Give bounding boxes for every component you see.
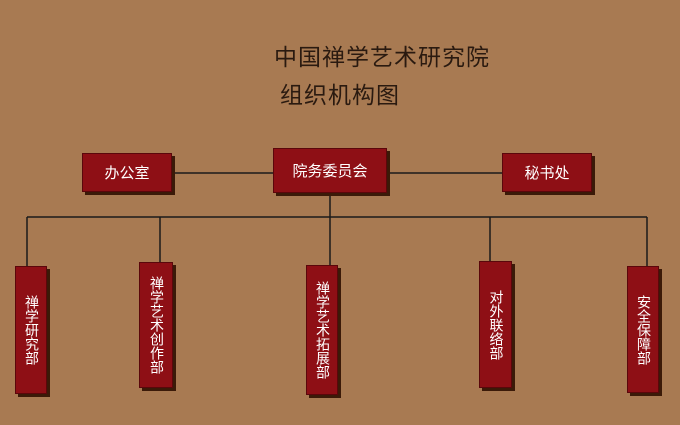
committee-box: 院务委员会 xyxy=(273,148,387,193)
department-label: 禅学艺术创作部 xyxy=(148,276,164,374)
department-box: 对外联络部 xyxy=(479,261,512,388)
department-label: 对外联络部 xyxy=(487,289,504,360)
department-label: 禅学研究部 xyxy=(23,295,39,365)
department-box: 禅学艺术创作部 xyxy=(139,262,173,388)
department-box: 禅学艺术拓展部 xyxy=(306,265,338,395)
chart-title-line2: 组织机构图 xyxy=(280,83,400,109)
department-box: 禅学研究部 xyxy=(15,266,47,394)
chart-title-line1: 中国禅学艺术研究院 xyxy=(274,45,490,71)
secretariat-box: 秘书处 xyxy=(502,153,592,192)
department-label: 禅学艺术拓展部 xyxy=(314,281,330,379)
department-box: 安全保障部 xyxy=(627,266,659,393)
office-box: 办公室 xyxy=(82,153,172,192)
committee-label: 院务委员会 xyxy=(292,162,368,180)
department-label: 安全保障部 xyxy=(635,294,651,365)
office-label: 办公室 xyxy=(104,164,150,182)
secretariat-label: 秘书处 xyxy=(524,164,570,182)
